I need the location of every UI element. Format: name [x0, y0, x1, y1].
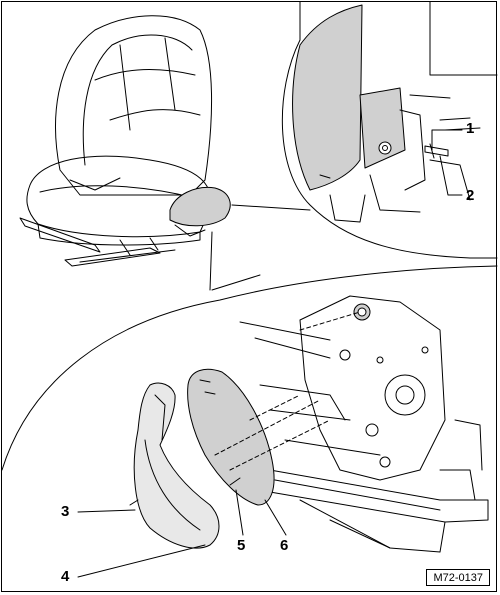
callout-2: 2 [466, 187, 475, 204]
leader-4 [77, 544, 206, 578]
detail-view-lower [1, 265, 498, 553]
callout-6: 6 [280, 537, 289, 554]
seat-illustration [19, 15, 231, 267]
callout-1: 1 [466, 120, 475, 137]
callout-5: 5 [237, 537, 246, 554]
callout-4: 4 [61, 568, 70, 585]
leader-1 [431, 129, 463, 151]
reference-code: M72-0137 [426, 569, 490, 586]
leader-5 [235, 489, 244, 536]
leader-6 [264, 499, 287, 536]
leader-2 [439, 155, 463, 196]
detail-view-upper [209, 1, 498, 291]
leader-3 [77, 509, 136, 513]
callout-3: 3 [61, 503, 70, 520]
